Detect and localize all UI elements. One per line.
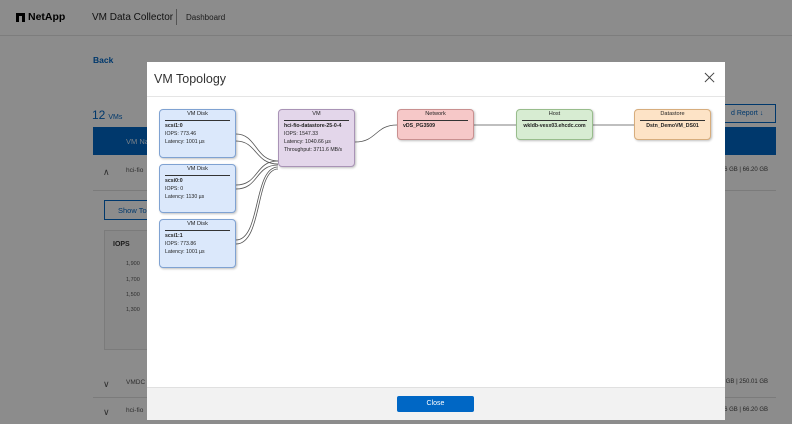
node-title: Network [403,110,468,121]
edge-disk2-vm [235,160,279,186]
iops-tick-label: 1,900 [126,261,140,267]
vm-throughput: Throughput: 3711.6 MB/s [284,146,343,153]
brand-name: NetApp [28,11,66,23]
host-node[interactable]: Host wkldb-vesx03.ehcdc.com [516,109,593,140]
network-node[interactable]: Network vDS_PG3509 [397,109,474,140]
disk-name: scsi1:0 [165,122,183,129]
capacity-cell: 1 GB | 250.01 GB [720,379,768,385]
node-title: Host [522,110,587,121]
vm-name-cell: VMDC [126,379,146,386]
disk-latency: Latency: 1001 µs [165,138,205,145]
close-icon[interactable] [703,71,717,85]
edge-disk3-vm [235,166,279,241]
vm-count-value: 12 [92,108,106,122]
chevron-up-icon[interactable]: ∧ [103,167,110,177]
iops-tick-label: 1,300 [126,307,140,313]
disk-iops: IOPS: 773.86 [165,240,197,247]
edge-disk1-vm [235,140,279,165]
vm-disk-node[interactable]: VM Disk scsi1:1 IOPS: 773.86 Latency: 10… [159,219,236,268]
download-report-label: d Report [731,110,758,117]
vm-disk-node[interactable]: VM Disk scsi0:0 IOPS: 0 Latency: 1130 µs [159,164,236,213]
vm-node[interactable]: VM hci-fio-datastore-25-0-4 IOPS: 1547.3… [278,109,355,167]
vm-disk-node[interactable]: VM Disk scsi1:0 IOPS: 773.46 Latency: 10… [159,109,236,158]
vm-count-unit: VMs [108,114,123,121]
node-title: VM Disk [165,110,230,121]
disk-name: scsi1:1 [165,232,183,239]
disk-iops: IOPS: 773.46 [165,130,197,137]
netapp-logo[interactable]: NetApp [16,11,65,23]
vm-name-cell: hci-fio [126,407,144,414]
header-divider [176,9,177,25]
datastore-name: Dstn_DemoVM_DS01 [646,122,699,129]
edge-vm-network [354,124,398,143]
dialog-title: VM Topology [154,72,227,86]
disk-latency: Latency: 1001 µs [165,248,205,255]
netapp-logo-icon [16,12,25,22]
vm-topology-dialog: VM Topology VM Disk scsi1:0 IOPS: 773.46… [147,62,725,420]
vm-name-cell: hci-fio [126,167,144,174]
edge-disk2-vm [235,164,279,190]
disk-iops: IOPS: 0 [165,185,184,192]
disk-name: scsi0:0 [165,177,183,184]
chevron-down-icon[interactable]: ∨ [103,379,110,389]
chevron-down-icon[interactable]: ∨ [103,407,110,417]
iops-chart-title: IOPS [113,241,130,248]
dialog-footer: Close [147,387,725,420]
node-title: VM Disk [165,220,230,231]
topology-canvas: VM Disk scsi1:0 IOPS: 773.46 Latency: 10… [147,97,725,387]
column-header-vm-name[interactable]: VM Na [126,137,149,146]
edge-disk3-vm [235,168,279,245]
network-name: vDS_PG3509 [403,122,436,129]
host-name: wkldb-vesx03.ehcdc.com [523,122,586,129]
iops-tick-label: 1,500 [126,292,140,298]
vm-iops: IOPS: 1547.33 [284,130,319,137]
disk-latency: Latency: 1130 µs [165,193,205,200]
capacity-cell: 6 GB | 66.20 GB [724,167,768,173]
dialog-header-divider [147,96,725,97]
app-title: VM Data Collector [92,12,174,23]
top-bar: NetApp VM Data Collector Dashboard [0,0,792,36]
node-title: VM Disk [165,165,230,176]
node-title: Datastore [640,110,705,121]
vm-latency: Latency: 1040.66 µs [284,138,331,145]
capacity-cell: 6 GB | 66.20 GB [724,407,768,413]
breadcrumb-dashboard[interactable]: Dashboard [186,13,226,22]
node-title: VM [284,110,349,121]
topology-connectors [235,124,634,245]
iops-tick-label: 1,700 [126,277,140,283]
download-icon: ↓ [759,110,764,117]
edge-disk1-vm [235,133,279,162]
back-link[interactable]: Back [93,55,114,65]
vm-name: hci-fio-datastore-25-0-4 [284,122,342,129]
close-button[interactable]: Close [397,396,474,412]
datastore-node[interactable]: Datastore Dstn_DemoVM_DS01 [634,109,711,140]
